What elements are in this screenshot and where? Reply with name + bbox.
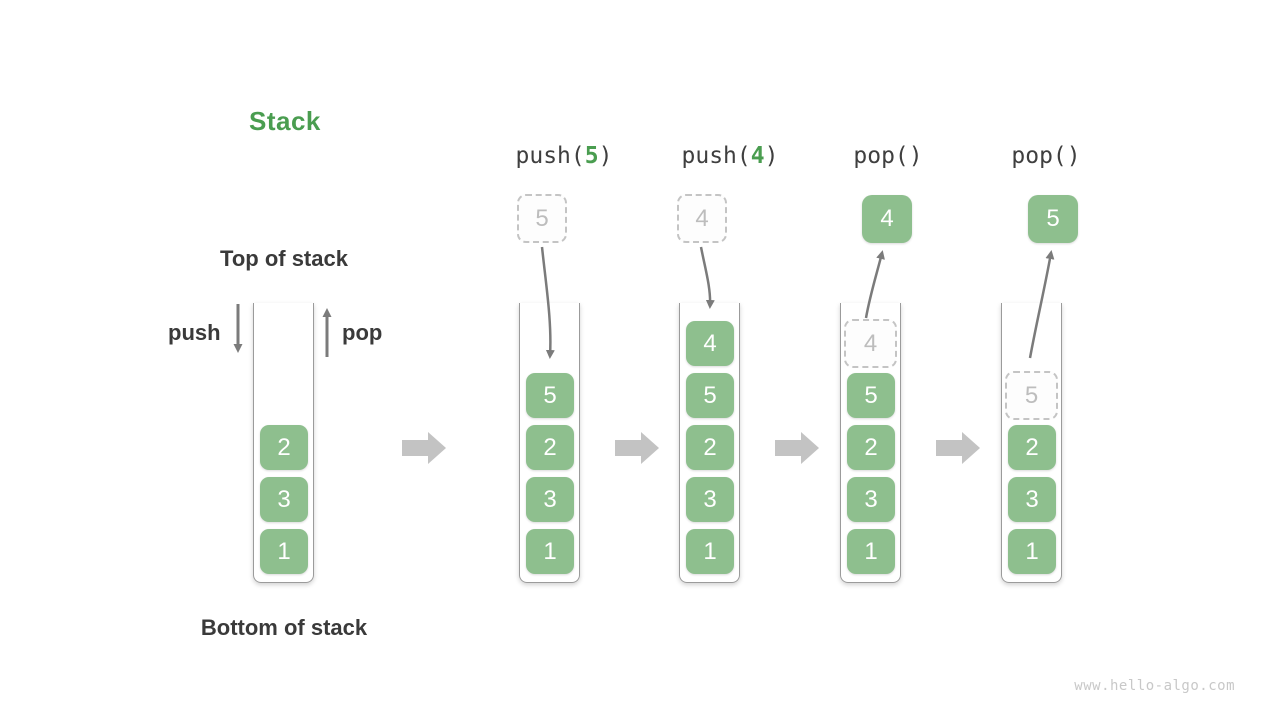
- stack-item: 5: [526, 373, 574, 418]
- op-prefix: push(: [681, 143, 751, 169]
- incoming-element-ghost: 5: [517, 194, 567, 243]
- operation-label-pop-2: pop(): [1011, 143, 1080, 169]
- transition-arrow-icon: [615, 432, 659, 464]
- operation-label-push-4: push(4): [682, 143, 779, 169]
- incoming-element-ghost: 4: [677, 194, 727, 243]
- stack-item: 3: [686, 477, 734, 522]
- push-direction-label: push: [168, 320, 221, 345]
- page-title: Stack: [249, 106, 321, 136]
- transition-arrow-icon: [936, 432, 980, 464]
- popped-element: 4: [862, 195, 912, 243]
- stack-item: 1: [1008, 529, 1056, 574]
- stack-item: 1: [847, 529, 895, 574]
- op-argument: 4: [750, 143, 765, 169]
- bottom-of-stack-label: Bottom of stack: [200, 615, 368, 640]
- transition-arrow-icon: [402, 432, 446, 464]
- stack-item: 2: [526, 425, 574, 470]
- stack-container-initial: [253, 303, 314, 583]
- op-argument: 5: [584, 143, 599, 169]
- removed-element-ghost: 4: [844, 319, 897, 368]
- stack-container-after-pop-1: [840, 303, 901, 583]
- push-4-flow-arrow-icon: [699, 246, 715, 309]
- op-suffix: ): [764, 143, 779, 169]
- op-prefix: pop(): [1011, 143, 1081, 169]
- stack-item: 2: [847, 425, 895, 470]
- stack-item: 2: [260, 425, 308, 470]
- op-prefix: push(: [515, 143, 585, 169]
- stack-item: 3: [1008, 477, 1056, 522]
- stack-item: 5: [686, 373, 734, 418]
- stack-item: 3: [260, 477, 308, 522]
- operation-label-pop-1: pop(): [853, 143, 922, 169]
- stack-item: 2: [1008, 425, 1056, 470]
- op-suffix: ): [598, 143, 613, 169]
- stack-item: 3: [847, 477, 895, 522]
- stack-container-after-pop-2: [1001, 303, 1062, 583]
- stack-container-after-push-5: [519, 303, 580, 583]
- stack-item: 2: [686, 425, 734, 470]
- removed-element-ghost: 5: [1005, 371, 1058, 420]
- stack-item: 1: [526, 529, 574, 574]
- op-prefix: pop(): [853, 143, 923, 169]
- stack-item: 5: [847, 373, 895, 418]
- stack-item: 3: [526, 477, 574, 522]
- pop-direction-label: pop: [342, 320, 383, 345]
- stack-item: 1: [260, 529, 308, 574]
- site-watermark: www.hello-algo.com: [1074, 678, 1235, 694]
- top-of-stack-label: Top of stack: [220, 246, 348, 271]
- stack-item: 4: [686, 321, 734, 366]
- popped-element: 5: [1028, 195, 1078, 243]
- operation-label-push-5: push(5): [516, 143, 613, 169]
- stack-container-after-push-4: [679, 303, 740, 583]
- stack-item: 1: [686, 529, 734, 574]
- transition-arrow-icon: [775, 432, 819, 464]
